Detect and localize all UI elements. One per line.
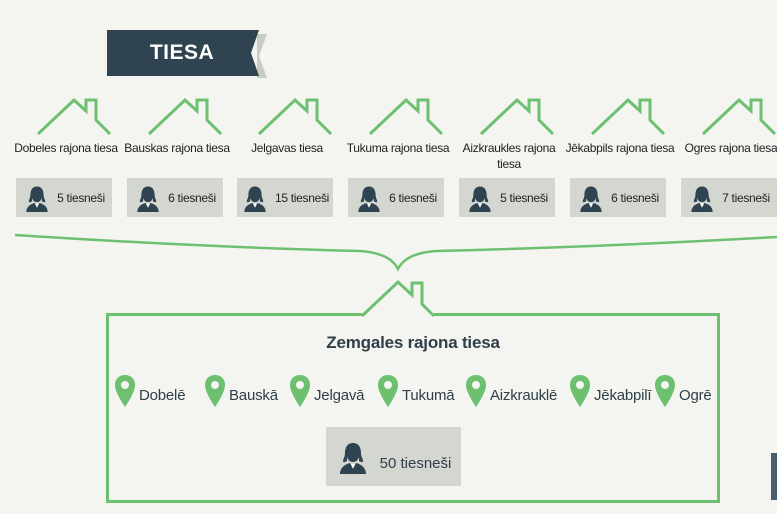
location-item: Tukumā — [377, 368, 455, 408]
judge-count: 5 tiesneši — [500, 190, 548, 205]
judge-icon — [691, 185, 713, 212]
house-roof-icon — [701, 97, 777, 136]
judge-count: 6 tiesneši — [611, 190, 659, 205]
location-pin-icon — [466, 375, 486, 407]
judge-count: 6 tiesneši — [389, 190, 437, 205]
location-item: Ogrē — [654, 368, 712, 408]
judge-count: 6 tiesneši — [168, 190, 216, 205]
judge-icon — [358, 185, 380, 212]
judge-count-box: 5 tiesneši — [459, 178, 555, 217]
court-name: Bauskas rajona tiesa — [124, 141, 230, 155]
judge-count-box: 5 tiesneši — [16, 178, 112, 217]
house-roof-icon — [257, 97, 333, 136]
location-label: Tukumā — [402, 387, 455, 404]
location-pin-icon — [655, 375, 675, 407]
court-name: Tukuma rajona tiesa — [346, 141, 450, 155]
location-label: Jelgavā — [314, 387, 365, 404]
court-name: Aizkraukles rajona tiesa — [462, 141, 556, 171]
judge-count-box: 6 tiesneši — [348, 178, 444, 217]
judge-count: 5 tiesneši — [57, 190, 105, 205]
edge-element — [771, 453, 777, 500]
judge-count-box: 6 tiesneši — [127, 178, 223, 217]
location-item: Bauskā — [204, 368, 278, 408]
judge-icon — [469, 185, 491, 212]
merge-connector — [14, 233, 777, 272]
location-item: Jelgavā — [289, 368, 365, 408]
location-pin-icon — [115, 375, 135, 407]
house-roof-icon — [360, 279, 436, 318]
location-item: Dobelē — [114, 368, 186, 408]
judge-count: 7 tiesneši — [722, 190, 770, 205]
banner-shape — [107, 30, 267, 78]
house-roof-icon — [147, 97, 223, 136]
judge-icon — [137, 185, 159, 212]
judge-icon — [339, 442, 366, 474]
location-pin-icon — [290, 375, 310, 407]
location-label: Bauskā — [229, 387, 278, 404]
page-title: TIESA — [149, 41, 215, 64]
title-banner: TIESA — [107, 30, 267, 78]
total-judges-box: 50 tiesneši — [326, 427, 461, 486]
location-label: Dobelē — [139, 387, 186, 404]
judge-count-box: 7 tiesneši — [681, 178, 777, 217]
location-label: Aizkrauklē — [490, 387, 558, 404]
location-label: Ogrē — [679, 387, 712, 404]
location-label: Jēkabpilī — [594, 387, 652, 404]
court-name: Ogres rajona tiesa — [684, 141, 777, 155]
court-name: Jēkabpils rajona tiesa — [565, 141, 675, 155]
judge-count-box: 6 tiesneši — [570, 178, 666, 217]
judge-count: 15 tiesneši — [274, 190, 330, 205]
judge-count-box: 15 tiesneši — [237, 178, 333, 217]
judge-icon — [244, 185, 266, 212]
house-roof-icon — [479, 97, 555, 136]
location-pin-icon — [205, 375, 225, 407]
judge-icon — [580, 185, 602, 212]
house-roof-icon — [590, 97, 666, 136]
location-item: Jēkabpilī — [569, 368, 652, 408]
court-name: Jelgavas tiesa — [251, 141, 323, 155]
location-item: Aizkrauklē — [465, 368, 557, 408]
merged-court-title: Zemgales rajona tiesa — [326, 333, 500, 352]
house-roof-icon — [36, 97, 112, 136]
house-roof-icon — [368, 97, 444, 136]
location-pin-icon — [378, 375, 398, 407]
judge-icon — [26, 185, 48, 212]
total-judges-count: 50 tiesneši — [379, 455, 452, 472]
location-pin-icon — [570, 375, 590, 407]
court-name: Dobeles rajona tiesa — [14, 141, 118, 155]
